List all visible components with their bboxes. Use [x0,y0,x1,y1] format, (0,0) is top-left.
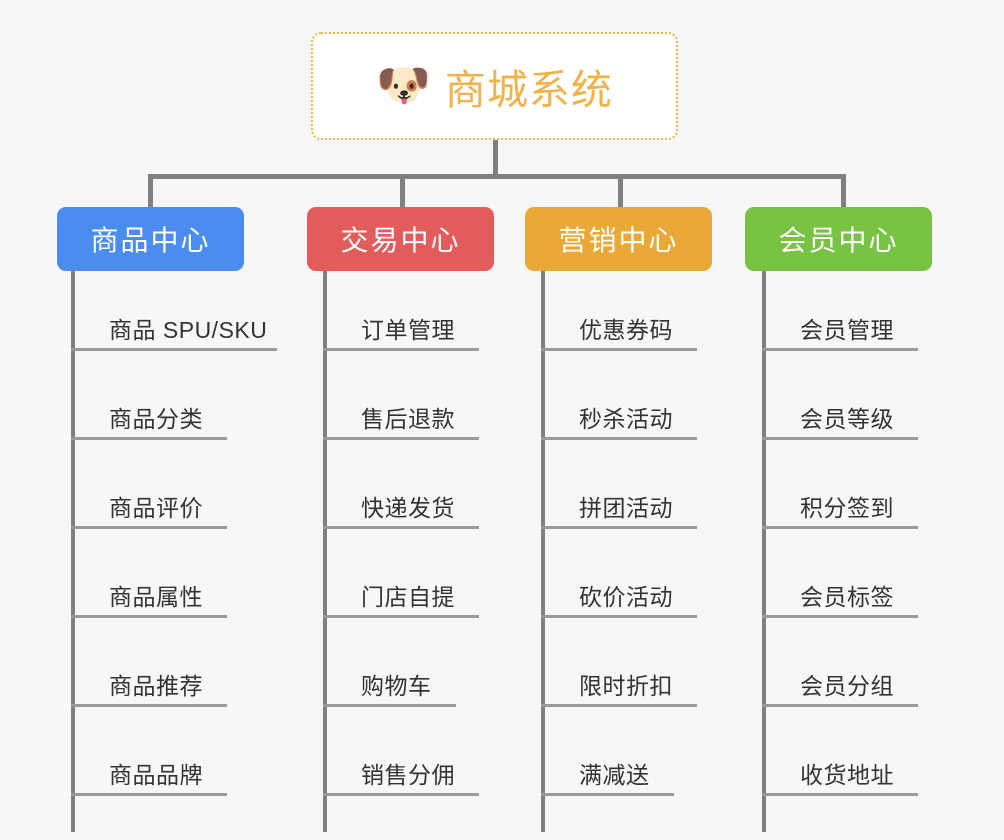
leaf-underline [762,437,918,440]
category-box-营销中心[interactable]: 营销中心 [525,207,712,271]
leaf-spine [71,271,75,832]
leaf-underline [762,704,918,707]
leaf-underline [71,615,227,618]
leaf-underline [323,704,456,707]
branch-drop-connector-4 [841,174,846,208]
leaf-underline [762,348,918,351]
leaf-underline [71,793,227,796]
leaf-label: 购物车 [361,673,432,699]
branch-drop-connector-2 [400,174,405,208]
category-label: 营销中心 [558,225,679,256]
leaf-spine [541,271,545,832]
leaf-label: 销售分佣 [361,762,455,788]
leaf-label: 会员管理 [800,317,894,343]
leaf-underline [541,704,697,707]
leaf-label: 会员等级 [800,406,894,432]
category-label: 会员中心 [778,225,899,256]
leaf-label: 会员分组 [800,673,894,699]
dog-face-icon: 🐶 [376,61,431,110]
root-title: 商城系统 [444,67,613,113]
leaf-label: 收货地址 [800,762,894,788]
leaf-label: 会员标签 [800,584,894,610]
leaf-underline [762,526,918,529]
leaf-label: 砍价活动 [579,584,673,610]
leaf-label: 秒杀活动 [579,406,673,432]
leaf-underline [323,526,479,529]
branch-drop-connector-1 [148,174,153,208]
leaf-label: 商品分类 [109,406,203,432]
leaf-label: 商品品牌 [109,762,203,788]
leaf-label: 拼团活动 [579,495,673,521]
leaf-underline [71,437,227,440]
leaf-underline [541,526,697,529]
leaf-label: 积分签到 [800,495,894,521]
root-node[interactable]: 🐶 商城系统 [311,32,678,140]
category-label: 交易中心 [340,225,461,256]
leaf-underline [323,437,479,440]
leaf-underline [323,793,479,796]
leaf-spine [323,271,327,832]
category-label: 商品中心 [90,225,211,256]
leaf-label: 商品属性 [109,584,203,610]
leaf-label: 商品推荐 [109,673,203,699]
leaf-underline [323,348,479,351]
leaf-label: 商品 SPU/SKU [109,317,268,343]
leaf-spine [762,271,766,832]
leaf-underline [541,793,674,796]
leaf-underline [762,793,918,796]
leaf-underline [762,615,918,618]
leaf-label: 商品评价 [109,495,203,521]
branch-drop-connector-3 [618,174,623,208]
branch-bus-connector [148,174,846,179]
leaf-label: 订单管理 [361,317,455,343]
root-stem-connector [493,140,498,176]
leaf-label: 满减送 [579,762,650,788]
leaf-underline [541,615,697,618]
leaf-underline [323,615,479,618]
leaf-underline [71,704,227,707]
leaf-label: 快递发货 [361,495,455,521]
category-box-商品中心[interactable]: 商品中心 [57,207,244,271]
leaf-label: 门店自提 [361,584,455,610]
leaf-label: 优惠券码 [579,317,673,343]
leaf-label: 限时折扣 [579,673,673,699]
leaf-label: 售后退款 [361,406,455,432]
leaf-underline [71,526,227,529]
category-box-会员中心[interactable]: 会员中心 [745,207,932,271]
leaf-underline [541,348,697,351]
leaf-underline [71,348,277,351]
leaf-underline [541,437,697,440]
category-box-交易中心[interactable]: 交易中心 [307,207,494,271]
